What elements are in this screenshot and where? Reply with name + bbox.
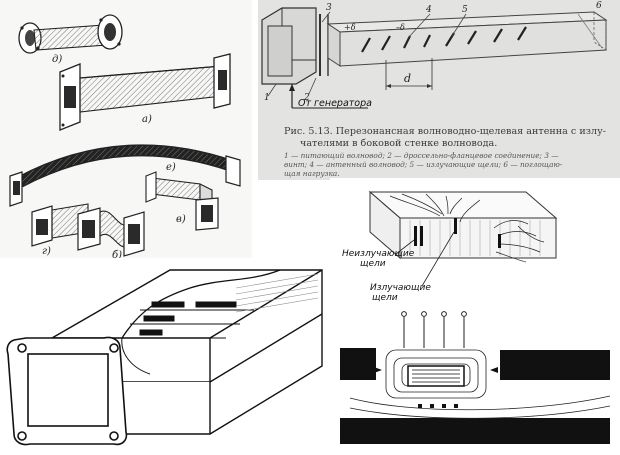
- callout-6: 6: [596, 1, 602, 11]
- generator-arrow: [289, 84, 368, 109]
- label-g: г): [42, 246, 51, 257]
- slotted-waveguide-cutaway-panel: [0, 258, 330, 455]
- field-lines: [389, 193, 545, 263]
- dark-band-bottom: [340, 418, 610, 444]
- slot-cross-section-drawing: [340, 311, 611, 444]
- field-waveguide-box: [368, 190, 558, 260]
- delta-plus: +δ: [344, 23, 356, 32]
- non-radiating-label-1: Неизлучающие: [342, 249, 415, 259]
- caption-line-1: 1 — питающий волновод; 2 — дроссельно-фл…: [284, 151, 559, 160]
- callout-2: 2: [303, 93, 310, 103]
- label-e: е): [166, 162, 176, 173]
- front-hatch: [409, 220, 541, 256]
- caption-title-2: чателями в боковой стенке волновода.: [300, 138, 497, 149]
- callout-1: 1: [264, 93, 270, 103]
- caption-title-1: Рис. 5.13. Перезонансная волноводно-щеле…: [284, 126, 606, 137]
- label-v: в): [176, 214, 186, 225]
- non-radiating-label-2: щели: [360, 259, 386, 269]
- callout-4: 4: [425, 5, 432, 15]
- cut-lower-edge: [121, 337, 151, 375]
- label-b: б): [112, 250, 122, 261]
- waveguide-bent: [9, 144, 241, 207]
- slotted-waveguide-cutaway-drawing: [6, 269, 323, 446]
- current-arrows-bottom: [418, 404, 458, 408]
- slot-antenna-drawing: +δ –δ 3 4 5 6 1 2 d От генерат: [261, 1, 608, 178]
- radiating-label-2: щели: [372, 293, 398, 303]
- label-arrows: [395, 231, 455, 287]
- antenna-waveguide: [326, 11, 608, 67]
- slot-field-panel: Неизлучающие щели Излучающие щели: [330, 178, 620, 308]
- callout-5: 5: [462, 5, 468, 15]
- dimension-d: d: [404, 72, 411, 85]
- waveguide-sections-drawing: д) а) е) в): [9, 14, 241, 261]
- caption-line-3: щая нагрузка.: [284, 169, 340, 178]
- waveguide-twist: [77, 207, 145, 257]
- slot-field-drawing: Неизлучающие щели Излучающие щели: [342, 190, 558, 303]
- slot-hatch: [412, 369, 460, 383]
- leader-lines: [267, 11, 467, 97]
- cutaway-hatch: [235, 273, 319, 313]
- waveguide-round-flanged: [18, 14, 123, 54]
- waveguide-elbow: [145, 171, 219, 231]
- slot-antenna-panel: +δ –δ 3 4 5 6 1 2 d От генерат: [258, 0, 620, 180]
- slot-spacing-dimension: [385, 58, 433, 90]
- slot-cross-section-panel: [330, 308, 620, 455]
- callout-3: 3: [326, 3, 332, 13]
- feed-flange: [261, 7, 329, 85]
- cutaway-flange: [6, 336, 128, 446]
- current-arrows-top: [401, 311, 467, 348]
- radiating-slots: [361, 26, 527, 53]
- dark-band-right: [500, 350, 610, 380]
- radiating-label-1: Излучающие: [370, 283, 431, 293]
- waveguide-sections-panel: д) а) е) в): [0, 0, 252, 262]
- cut-edge: [121, 269, 281, 339]
- dark-band-left: [340, 348, 376, 380]
- delta-minus: –δ: [396, 23, 405, 32]
- caption-line-2: винт; 4 — антенный волновод; 5 — излучаю…: [284, 160, 563, 169]
- front-slots: [414, 218, 501, 248]
- slot-body: [407, 365, 465, 387]
- waveguide-rect-straight: [59, 53, 231, 131]
- internal-slots: [122, 301, 254, 339]
- label-d: д): [52, 54, 62, 65]
- label-a: а): [142, 114, 152, 125]
- generator-label: От генератора: [298, 98, 372, 109]
